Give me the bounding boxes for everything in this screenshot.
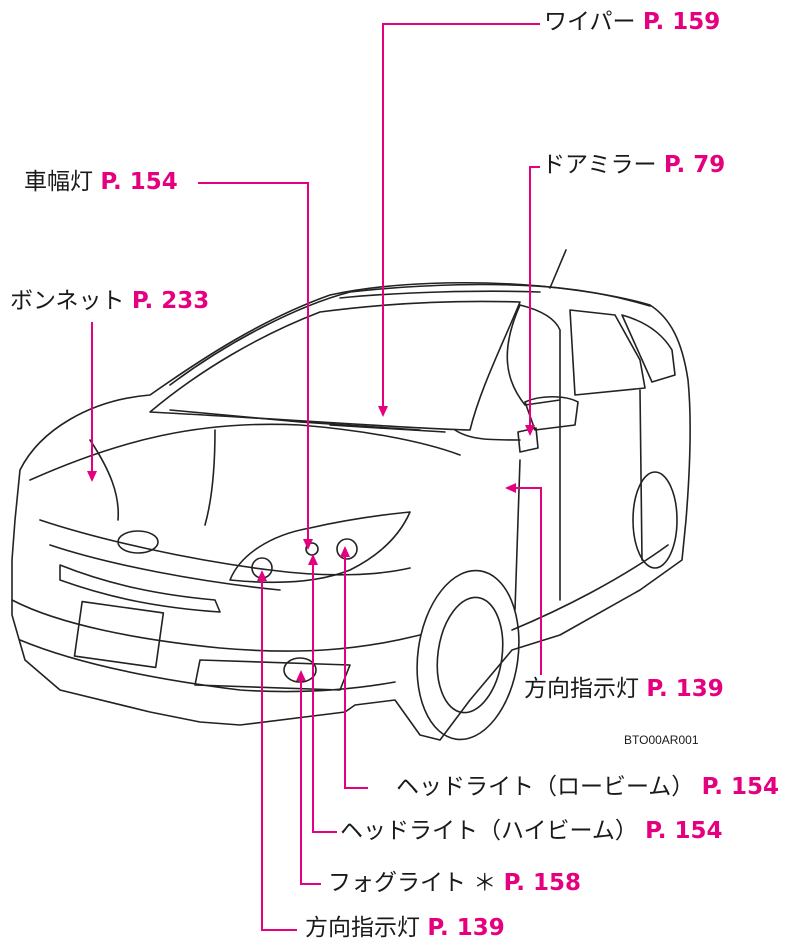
car-windshield	[149, 300, 521, 431]
label-bonnet: ボンネット P. 233	[10, 290, 209, 313]
label-fog-light-text: フォグライト ＊	[328, 870, 497, 896]
car-side-window-front	[506, 304, 561, 406]
license-plate	[73, 600, 165, 669]
label-bonnet-text: ボンネット	[10, 288, 125, 314]
label-headlight-high: ヘッドライト（ハイビーム） P. 154	[340, 820, 723, 843]
label-headlight-low-text: ヘッドライト（ロービーム）	[396, 774, 695, 800]
front-wheel	[416, 569, 520, 741]
label-turn-signal-front-text: 方向指示灯	[305, 915, 420, 941]
label-headlight-low-ref[interactable]: P. 154	[701, 774, 780, 800]
label-wiper: ワイパー P. 159	[544, 11, 720, 34]
label-wiper-ref[interactable]: P. 159	[642, 9, 721, 35]
arrow-wiper	[378, 406, 388, 417]
label-wiper-text: ワイパー	[544, 9, 636, 35]
label-clearance-lamp-ref[interactable]: P. 154	[100, 169, 178, 195]
label-headlight-low: ヘッドライト（ロービーム） P. 154	[396, 776, 779, 799]
car-body-outline	[11, 281, 691, 741]
leader-fog-light	[300, 672, 321, 885]
leader-turn-signal-front	[261, 572, 297, 931]
label-door-mirror-ref[interactable]: P. 79	[663, 152, 726, 178]
label-headlight-high-ref[interactable]: P. 154	[645, 818, 723, 844]
leader-headlight-high	[312, 556, 337, 833]
leader-clearance-lamp	[198, 182, 309, 548]
leader-headlight-low	[344, 548, 368, 789]
rear-wheel	[632, 471, 678, 569]
car-side-window-rear	[569, 309, 646, 396]
car-antenna	[549, 249, 567, 289]
arrow-headlight-low	[340, 546, 350, 557]
leader-turn-signal-side	[509, 487, 542, 675]
label-door-mirror-text: ドアミラー	[542, 152, 657, 178]
door-mirror-shape	[524, 395, 579, 431]
figure-code: BTO00AR001	[624, 733, 699, 747]
label-headlight-high-text: ヘッドライト（ハイビーム）	[340, 818, 638, 844]
arrow-door-mirror	[525, 425, 535, 436]
label-turn-signal-side-text: 方向指示灯	[524, 676, 639, 702]
leader-wiper	[382, 23, 540, 415]
arrow-headlight-high	[308, 554, 318, 565]
arrow-turn-signal-side	[505, 483, 516, 493]
label-turn-signal-front-ref[interactable]: P. 139	[427, 915, 505, 941]
arrow-clearance-lamp	[303, 539, 313, 550]
label-door-mirror: ドアミラー P. 79	[542, 154, 725, 177]
arrow-fog-light	[296, 670, 306, 681]
label-turn-signal-side-ref[interactable]: P. 139	[646, 676, 724, 702]
label-turn-signal-side: 方向指示灯 P. 139	[524, 678, 724, 701]
label-fog-light: フォグライト ＊ P. 158	[328, 872, 581, 895]
arrow-bonnet	[87, 471, 97, 482]
label-bonnet-ref[interactable]: P. 233	[131, 288, 210, 314]
label-turn-signal-front: 方向指示灯 P. 139	[305, 917, 505, 940]
label-clearance-lamp: 車幅灯 P. 154	[24, 171, 178, 194]
arrow-turn-signal-front	[257, 570, 267, 581]
label-clearance-lamp-text: 車幅灯	[24, 169, 93, 195]
label-fog-light-ref[interactable]: P. 158	[503, 870, 582, 896]
leader-door-mirror	[529, 166, 540, 434]
car-roof	[169, 283, 651, 386]
